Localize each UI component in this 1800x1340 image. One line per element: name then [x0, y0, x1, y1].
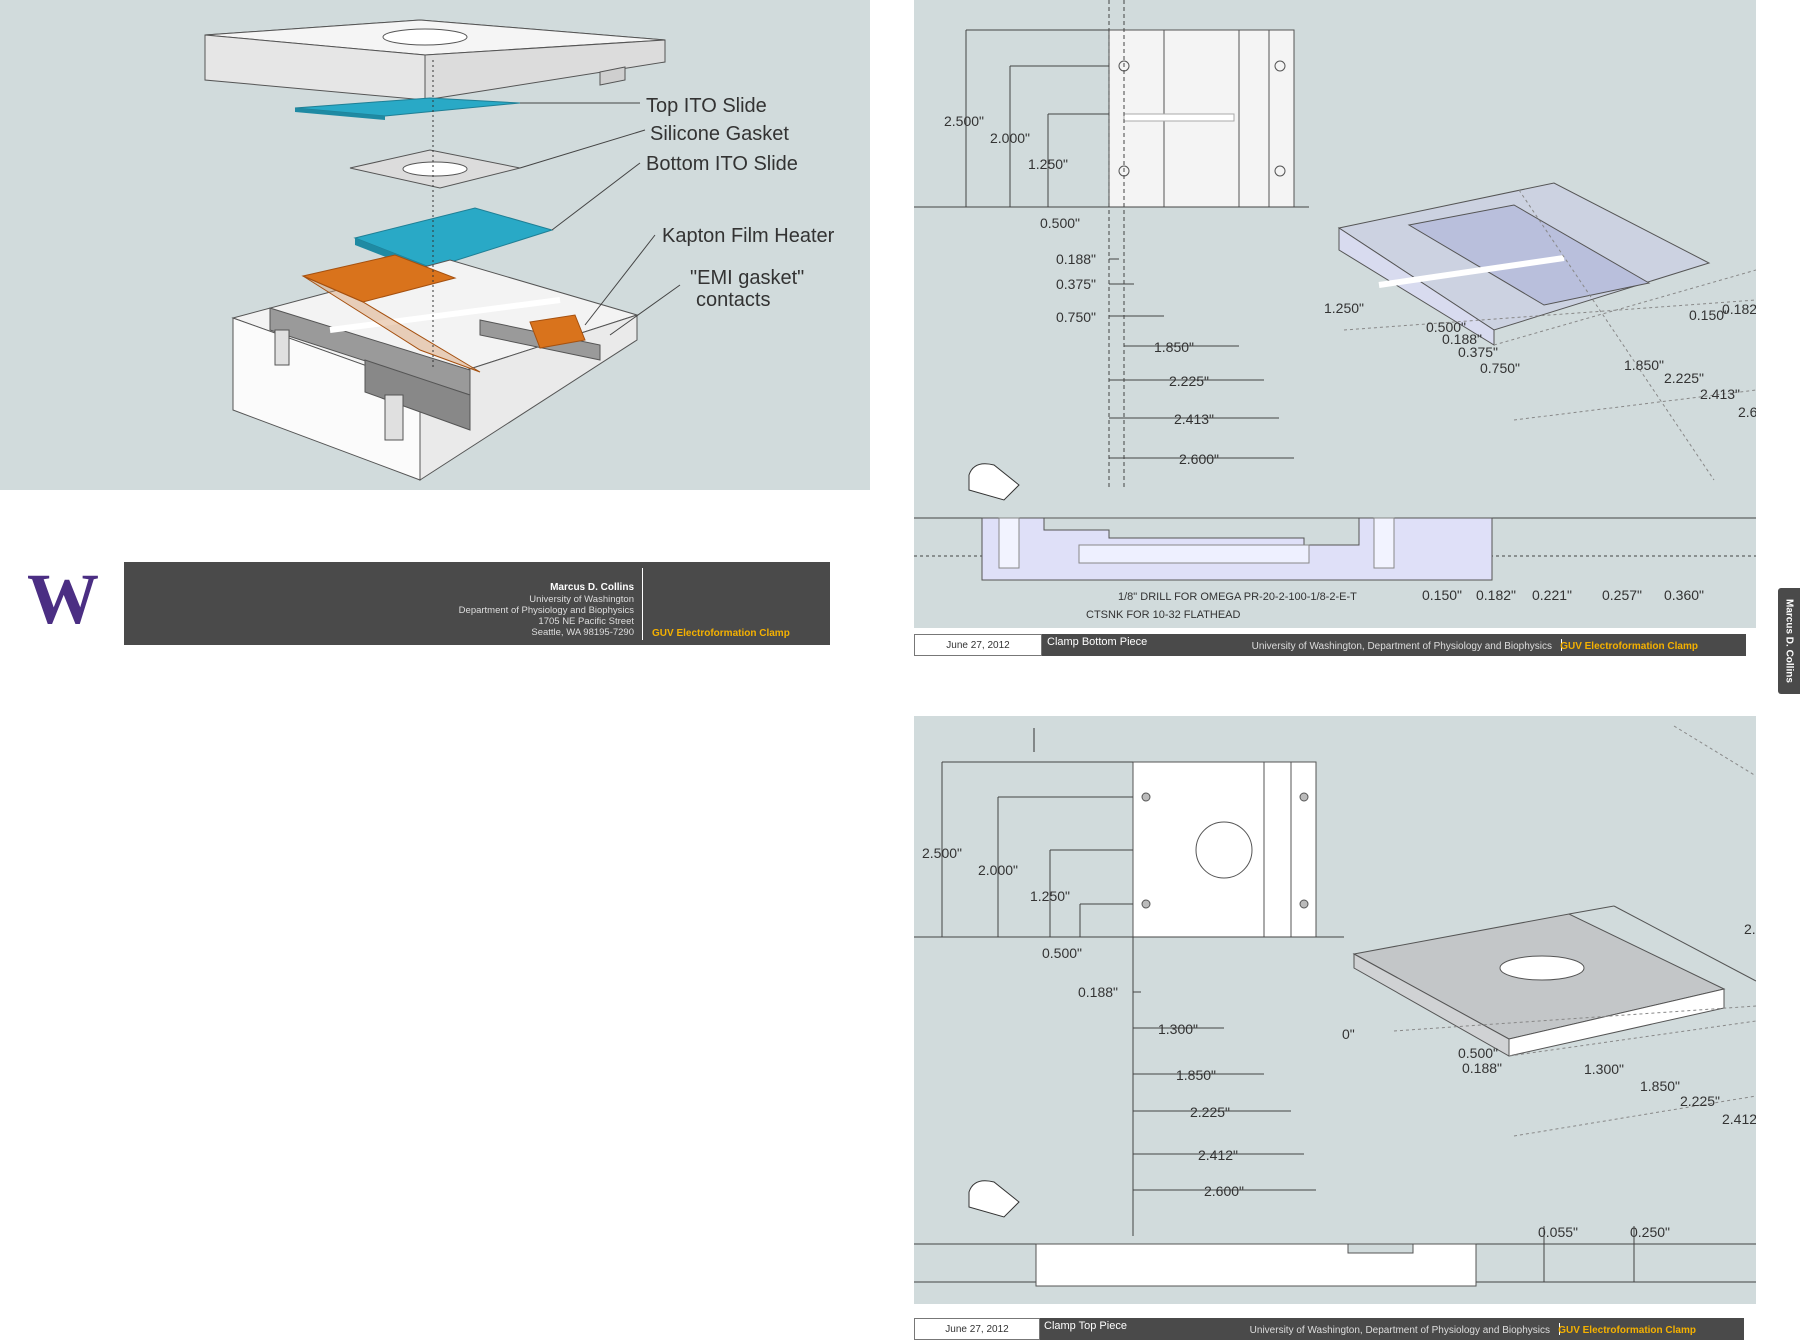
- label-emi-gasket: "EMI gasket": [690, 267, 804, 289]
- side-tab[interactable]: Marcus D. Collins: [1778, 588, 1800, 694]
- bp-dim-h-0188: 0.188": [1056, 251, 1096, 267]
- bottom-piece-footer: June 27, 2012 Clamp Bottom Piece Univers…: [914, 634, 1746, 656]
- bp-dim-h-0375: 0.375": [1056, 276, 1096, 292]
- rotate-view-icon: [968, 463, 1020, 501]
- top-clamp-plate: [204, 19, 666, 101]
- top-piece-panel: 2.500" 2.000" 1.250" 0.500" 0.188" 1.300…: [914, 716, 1756, 1304]
- bp-dim-v-2500: 2.500": [944, 113, 984, 129]
- bp-section-view: [914, 517, 1756, 581]
- bp-sec-0182: 0.182": [1476, 587, 1516, 603]
- tp-iso-0188: 0.188": [1462, 1060, 1502, 1076]
- bp-iso-0182: 0.182: [1722, 301, 1756, 317]
- bp-iso-0150: 0.150": [1689, 307, 1729, 323]
- tp-dim-h-1300: 1.300": [1158, 1021, 1198, 1037]
- bp-sec-0360: 0.360": [1664, 587, 1704, 603]
- bp-iso-0188: 0.188": [1442, 331, 1482, 347]
- tp-dim-h-0188: 0.188": [1078, 984, 1118, 1000]
- department: Department of Physiology and Biophysics: [458, 605, 634, 616]
- tp-dim-v-2500: 2.500": [922, 845, 962, 861]
- bp-dim-h-2225: 2.225": [1169, 373, 1209, 389]
- bp-dim-v-2000: 2.000": [990, 130, 1030, 146]
- label-emi-contacts: contacts: [696, 289, 770, 311]
- tp-dim-h-2412: 2.412": [1198, 1147, 1238, 1163]
- bp-iso-0750: 0.750": [1480, 360, 1520, 376]
- tp-dim-v-1250: 1.250": [1030, 888, 1070, 904]
- bp-iso-0500: 0.500": [1426, 319, 1466, 335]
- bp-footer-title: Clamp Bottom Piece: [1047, 636, 1148, 648]
- bp-sec-0150: 0.150": [1422, 587, 1462, 603]
- exploded-view-drawing: Top ITO Slide Silicone Gasket Bottom ITO…: [204, 19, 835, 481]
- bp-iso-2413: 2.413": [1700, 386, 1740, 402]
- bp-iso-1850: 1.850": [1624, 357, 1664, 373]
- tp-footer-affiliation: University of Washington, Department of …: [1249, 1325, 1550, 1336]
- bp-iso-view: [1337, 182, 1756, 481]
- bp-iso-2225: 2.225": [1664, 370, 1704, 386]
- bp-iso-0375: 0.375": [1458, 344, 1498, 360]
- title-block-footer: Marcus D. Collins University of Washingt…: [124, 562, 830, 645]
- bp-dim-h-2413: 2.413": [1174, 411, 1214, 427]
- tp-iso-0: 0": [1342, 1026, 1355, 1042]
- bottom-piece-panel: 2.500" 2.000" 1.250" 0.500" 0.188" 0.375…: [914, 0, 1756, 628]
- bp-sec-0257: 0.257": [1602, 587, 1642, 603]
- tp-dim-v-2000: 2.000": [978, 862, 1018, 878]
- rotate-view-icon-2: [968, 1180, 1020, 1218]
- bp-footer-project: GUV Electroformation Clamp: [1560, 641, 1698, 652]
- label-bottom-ito-slide: Bottom ITO Slide: [646, 153, 798, 175]
- author-name: Marcus D. Collins: [550, 582, 634, 593]
- bp-dim-h-0750: 0.750": [1056, 309, 1096, 325]
- label-silicone-gasket: Silicone Gasket: [650, 123, 789, 145]
- title-block-separator: [642, 568, 643, 640]
- bp-iso-1250: 1.250": [1324, 300, 1364, 316]
- tp-footer-title: Clamp Top Piece: [1044, 1320, 1127, 1332]
- bp-dim-v-0500: 0.500": [1040, 215, 1080, 231]
- bp-dim-v-1250: 1.250": [1028, 156, 1068, 172]
- bp-note-drill: 1/8" DRILL FOR OMEGA PR-20-2-100-1/8-2-E…: [1118, 591, 1357, 603]
- tp-footer-project: GUV Electroformation Clamp: [1558, 1325, 1696, 1336]
- label-top-ito-slide: Top ITO Slide: [646, 95, 767, 117]
- tp-iso-2225: 2.225": [1680, 1093, 1720, 1109]
- tp-iso-view: [1352, 725, 1756, 1137]
- bottom-piece-drawing: 2.500" 2.000" 1.250" 0.500" 0.188" 0.375…: [914, 0, 1756, 621]
- university: University of Washington: [529, 594, 634, 605]
- top-piece-drawing: 2.500" 2.000" 1.250" 0.500" 0.188" 1.300…: [914, 725, 1756, 1287]
- tp-iso-1850: 1.850": [1640, 1078, 1680, 1094]
- exploded-view-panel: Top ITO Slide Silicone Gasket Bottom ITO…: [0, 0, 870, 490]
- bp-dim-h-1850: 1.850": [1154, 339, 1194, 355]
- bp-iso-26: 2.6: [1738, 404, 1756, 420]
- tp-dim-h-2225: 2.225": [1190, 1104, 1230, 1120]
- label-kapton-heater: Kapton Film Heater: [662, 225, 835, 247]
- tp-footer-date: June 27, 2012: [914, 1318, 1040, 1340]
- tp-footer-sep: [1559, 1323, 1560, 1335]
- tp-sec-0055: 0.055": [1538, 1224, 1578, 1240]
- silicone-gasket-shape: [349, 149, 521, 189]
- base-block: [231, 259, 639, 481]
- bp-dim-h-2600: 2.600": [1179, 451, 1219, 467]
- uw-logo: W: [27, 559, 99, 639]
- bp-sec-0221: 0.221": [1532, 587, 1572, 603]
- tp-iso-0500: 0.500": [1458, 1045, 1498, 1061]
- tp-iso-2412: 2.412: [1722, 1111, 1756, 1127]
- city: Seattle, WA 98195-7290: [531, 627, 634, 638]
- tp-sec-0250: 0.250": [1630, 1224, 1670, 1240]
- tp-iso-1300: 1.300": [1584, 1061, 1624, 1077]
- bp-footer-affiliation: University of Washington, Department of …: [1251, 641, 1552, 652]
- tp-dim-v-0500: 0.500": [1042, 945, 1082, 961]
- bp-footer-sep: [1561, 639, 1562, 651]
- top-piece-footer: June 27, 2012 Clamp Top Piece University…: [914, 1318, 1744, 1340]
- tp-dim-h-1850: 1.850": [1176, 1067, 1216, 1083]
- tp-section-view: [914, 1226, 1756, 1287]
- project-name: GUV Electroformation Clamp: [652, 628, 790, 639]
- bp-note-ctsnk: CTSNK FOR 10-32 FLATHEAD: [1086, 609, 1240, 621]
- street: 1705 NE Pacific Street: [538, 616, 634, 627]
- tp-dim-h-2600: 2.600": [1204, 1183, 1244, 1199]
- tp-iso-2: 2.: [1744, 921, 1756, 937]
- bp-footer-date: June 27, 2012: [914, 634, 1042, 656]
